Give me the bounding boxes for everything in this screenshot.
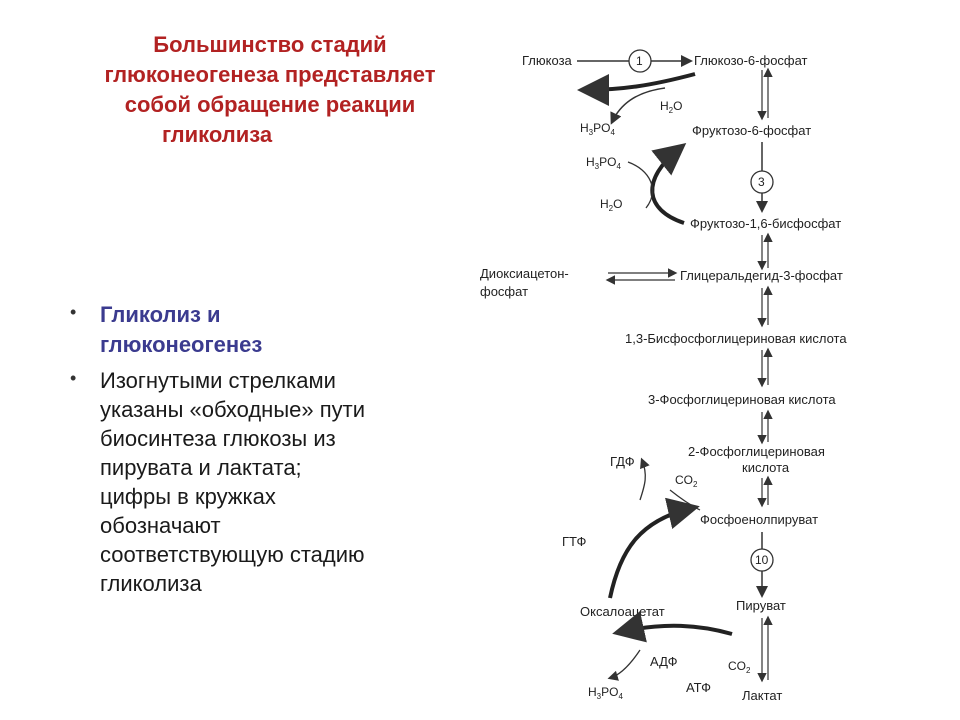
bullet-item-1: • Гликолиз и глюконеогенез: [70, 300, 450, 360]
step-1-number: 1: [636, 54, 643, 68]
slide-title: Большинство стадий глюконеогенеза предст…: [40, 30, 500, 150]
bypass-arrow-g6p-glucose: [577, 72, 696, 106]
f16bp-label: Фруктозо-1,6-бисфосфат: [690, 216, 841, 231]
h3po4-label-2: H3PO4: [586, 155, 621, 171]
adp-label: АДФ: [650, 654, 678, 669]
arrow-gtp-gdp: [639, 457, 650, 501]
pg2-label-1: 2-Фосфоглицериновая: [688, 444, 825, 459]
h3po4-label-3: H3PO4: [588, 685, 623, 701]
bullet-2-line-6: обозначают: [100, 513, 221, 538]
bullet-1-line-1: Гликолиз и: [100, 302, 221, 327]
equilibrium-arrows: [757, 67, 773, 121]
step-3-circle: [750, 170, 774, 194]
pg2-label-2: кислота: [742, 460, 790, 475]
bullet-2-line-4: пирувата и лактата;: [100, 455, 302, 480]
pg3-label: 3-Фосфоглицериновая кислота: [648, 392, 836, 407]
gluconeogenesis-diagram: Глюкоза 1 Глюкозо-6-фосфат H2O H3PO4 Фру…: [480, 49, 847, 703]
bullet-2-line-2: указаны «обходные» пути: [100, 397, 365, 422]
bullet-2-line-1: Изогнутыми стрелками: [100, 368, 336, 393]
h3po4-label: H3PO4: [580, 121, 615, 137]
bullet-2-line-5: цифры в кружках: [100, 484, 276, 509]
arrow-water-phosphate-2: [627, 161, 654, 209]
bypass-arrow-f16bp-f6p: [650, 142, 687, 225]
h2o-label: H2O: [660, 99, 682, 115]
bypass-arrow-pyruvate-oaa: [612, 611, 733, 643]
gtp-label: ГТФ: [562, 534, 587, 549]
co2-label-1: CO2: [675, 473, 698, 489]
bullet-dot-icon: •: [70, 368, 77, 388]
bypass-arrow-oaa-pep: [608, 497, 700, 599]
bullet-1-line-2: глюконеогенез: [100, 332, 263, 357]
co2-label-2: CO2: [728, 659, 751, 675]
h2o-label-2: H2O: [600, 197, 622, 213]
bullet-item-2: • Изогнутыми стрелками указаны «обходные…: [70, 366, 450, 598]
title-line-2: глюконеогенеза представляет: [104, 62, 436, 87]
arrow-water-phosphate: [610, 87, 666, 125]
title-line-4: гликолиза: [162, 122, 273, 147]
atp-label: АТФ: [686, 680, 711, 695]
glucose-label: Глюкоза: [522, 53, 573, 68]
oxaloacetate-label: Оксалоацетат: [580, 604, 665, 619]
title-line-3: собой обращение реакции: [124, 92, 416, 117]
bpg-label: 1,3-Бисфосфоглицериновая кислота: [625, 331, 847, 346]
step-10-circle: [750, 548, 774, 572]
bullet-2-line-7: соответствующую стадию: [100, 542, 365, 567]
bullet-list: • Гликолиз и глюконеогенез • Изогнутыми …: [70, 300, 450, 604]
g6p-label: Глюкозо-6-фосфат: [694, 53, 808, 68]
bullet-dot-icon: •: [70, 302, 77, 322]
step-1-circle: [628, 49, 652, 73]
arrow-atp-adp: [607, 649, 641, 681]
bullet-2-line-3: биосинтеза глюкозы из: [100, 426, 336, 451]
pep-label: Фосфоенолпируват: [700, 512, 818, 527]
step-3-number: 3: [758, 175, 765, 189]
gdp-label: ГДФ: [610, 454, 635, 469]
dhap-label-1: Диоксиацетон-: [480, 266, 569, 281]
lactate-label: Лактат: [742, 688, 782, 703]
step-10-number: 10: [755, 553, 769, 567]
pyruvate-label: Пируват: [736, 598, 786, 613]
title-line-1: Большинство стадий: [153, 32, 387, 57]
bullet-2-line-8: гликолиза: [100, 571, 202, 596]
dhap-label-2: фосфат: [480, 284, 528, 299]
gap-label: Глицеральдегид-3-фосфат: [680, 268, 843, 283]
arrow-co2-release: [669, 489, 701, 511]
f6p-label: Фруктозо-6-фосфат: [692, 123, 811, 138]
